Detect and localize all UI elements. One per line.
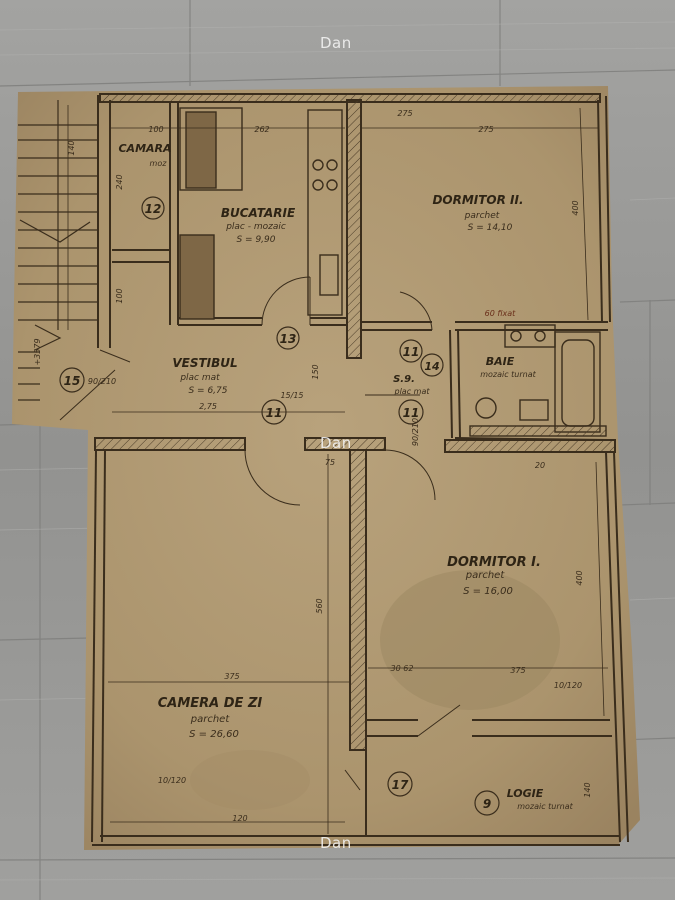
dim-text: 60 fixat [485,309,517,318]
stair-number: 15 [64,374,81,388]
paper-stain [380,570,560,710]
vestibul-area: S = 6,75 [188,386,227,396]
dim-text: 10/120 [158,776,186,785]
camara-name: CAMARA [118,142,171,155]
hall17-number: 17 [392,778,409,792]
logie-name: LOGIE [507,787,544,800]
dim-text: 275 [397,109,412,118]
door-tag-1: 11 [403,345,420,359]
watermark-middle: Dan [320,434,352,452]
dim-text: 275 [478,125,493,134]
dim-text: 100 [148,125,163,134]
dim-text: 400 [575,570,584,585]
watermark-top: Dan [320,34,352,52]
dim-text: 150 [311,364,320,379]
dim-text: 90/210 [411,418,420,446]
baie-name: BAIE [486,355,515,368]
dim-text: 20 [535,461,545,470]
dim-text: 75 [325,458,335,467]
bucatarie-name: BUCATARIE [221,206,296,220]
dim-text: 120 [232,814,247,823]
walls [91,93,629,846]
bucatarie-area: S = 9,90 [236,235,275,245]
bathroom-fixtures [469,324,607,437]
logie-floor: mozaic turnat [517,802,573,811]
dim-text: +3579 [33,338,42,365]
camara-number: 12 [145,202,162,216]
vestibul-number: 13 [280,332,297,346]
dim-text: 240 [115,174,124,189]
dim-text: 140 [583,782,592,797]
dormitor2-name: DORMITOR II. [432,193,523,207]
dimension-lines [67,105,608,834]
dim-text: 140 [67,140,76,155]
door-tag-3: 11 [403,406,420,420]
bucatarie-floor: plac - mozaic [225,222,286,232]
baie-number: 14 [424,360,439,373]
dim-text: 560 [315,598,324,613]
camera-zi-floor: parchet [190,714,231,725]
dormitor1-area: S = 16,00 [463,586,513,597]
staircase [18,100,98,401]
dim-text: 375 [510,666,525,675]
dim-text: 400 [571,200,580,215]
room-number-tags [59,196,500,816]
dim-text: 375 [224,672,239,681]
dim-text: 10/120 [554,681,582,690]
door-tag-2: 11 [266,406,283,420]
dormitor2-area: S = 14,10 [468,223,513,233]
watermark-bottom: Dan [320,834,352,852]
camara-floor: moz [150,159,168,168]
wc-floor: plac mat [394,387,431,396]
vestibul-floor: plac mat [179,373,220,383]
dim-text: 262 [254,125,269,134]
dim-text: 15/15 [280,391,303,400]
dim-text: 100 [115,288,124,303]
door-swings [59,276,461,791]
dim-text: 2,75 [199,402,217,411]
dim-text: 30 62 [391,664,414,673]
dormitor2-floor: parchet [464,211,500,221]
baie-floor: mozaic turnat [480,370,536,379]
wc-name: S.9. [393,374,415,385]
kitchen-fixtures [179,107,343,320]
dormitor1-name: DORMITOR I. [447,555,541,570]
camera-zi-area: S = 26,60 [189,729,239,740]
dormitor1-floor: parchet [465,570,506,581]
logie-number: 9 [483,797,491,811]
dim-text: 90/210 [88,377,116,386]
vestibul-name: VESTIBUL [172,356,237,370]
camera-zi-name: CAMERA DE ZI [158,696,263,711]
